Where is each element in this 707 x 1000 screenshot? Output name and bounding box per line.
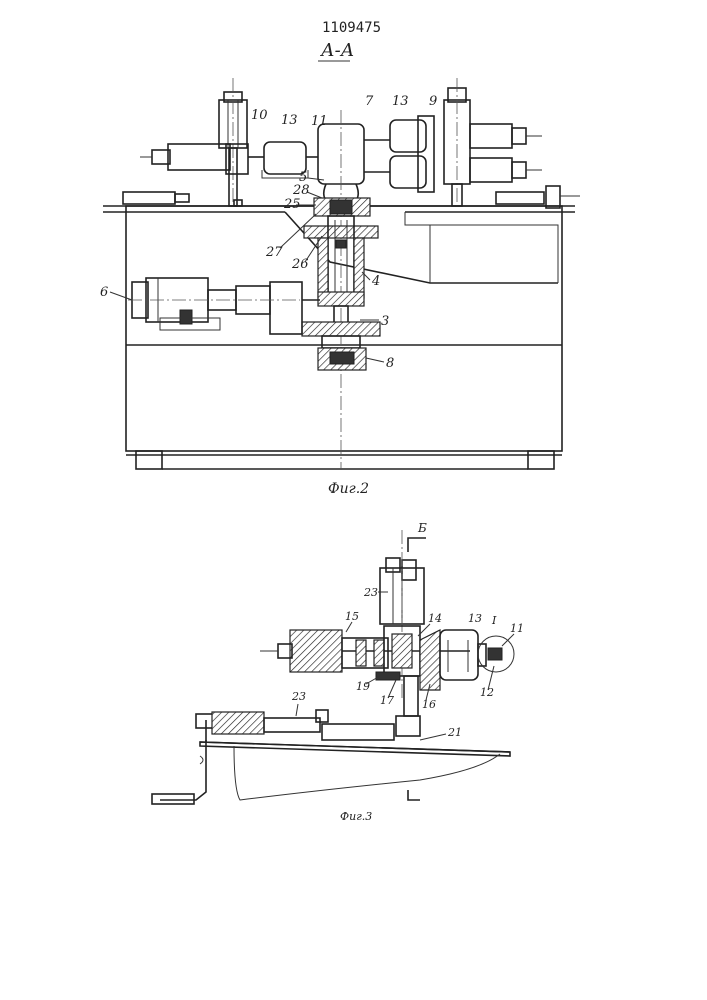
label-11-fig3: 11 bbox=[510, 622, 524, 635]
label-6: 6 bbox=[100, 285, 108, 300]
figure-3-drawing bbox=[152, 530, 514, 804]
label-13-right: 13 bbox=[392, 94, 409, 109]
label-17: 17 bbox=[380, 694, 394, 707]
label-16: 16 bbox=[422, 698, 436, 711]
label-13-fig3: 13 bbox=[468, 612, 482, 625]
label-13-left: 13 bbox=[281, 113, 298, 128]
label-4: 4 bbox=[371, 274, 380, 289]
label-12: 12 bbox=[480, 686, 494, 699]
patent-number: 1109475 bbox=[322, 20, 381, 36]
motor-13-right-bottom bbox=[390, 156, 426, 188]
label-10: 10 bbox=[251, 108, 268, 123]
label-15: 15 bbox=[345, 610, 359, 623]
motor-13-right-top bbox=[390, 120, 426, 152]
label-23-top: 23 bbox=[363, 586, 378, 599]
label-14: 14 bbox=[428, 612, 442, 625]
figure-2-labels: 10 13 11 7 13 9 5 28 25 27 26 4 6 3 8 bbox=[100, 94, 437, 371]
section-mark-b: Б bbox=[417, 521, 427, 535]
figure-2-drawing bbox=[103, 78, 580, 470]
label-19: 19 bbox=[356, 680, 370, 693]
label-8: 8 bbox=[386, 356, 394, 371]
label-26: 26 bbox=[291, 257, 309, 272]
section-label: А-А bbox=[319, 40, 354, 61]
label-28: 28 bbox=[292, 183, 310, 198]
motor-13-fig3 bbox=[440, 630, 478, 680]
label-7: 7 bbox=[365, 94, 374, 109]
figure-3-caption: Фиг.3 bbox=[340, 810, 372, 823]
label-11: 11 bbox=[311, 114, 328, 129]
label-9: 9 bbox=[429, 94, 437, 109]
label-3: 3 bbox=[381, 314, 389, 329]
figure-2-caption: Фиг.2 bbox=[328, 481, 369, 497]
label-roman-i: I bbox=[491, 614, 497, 627]
label-21: 21 bbox=[447, 726, 462, 739]
label-23-bottom: 23 bbox=[291, 690, 306, 703]
